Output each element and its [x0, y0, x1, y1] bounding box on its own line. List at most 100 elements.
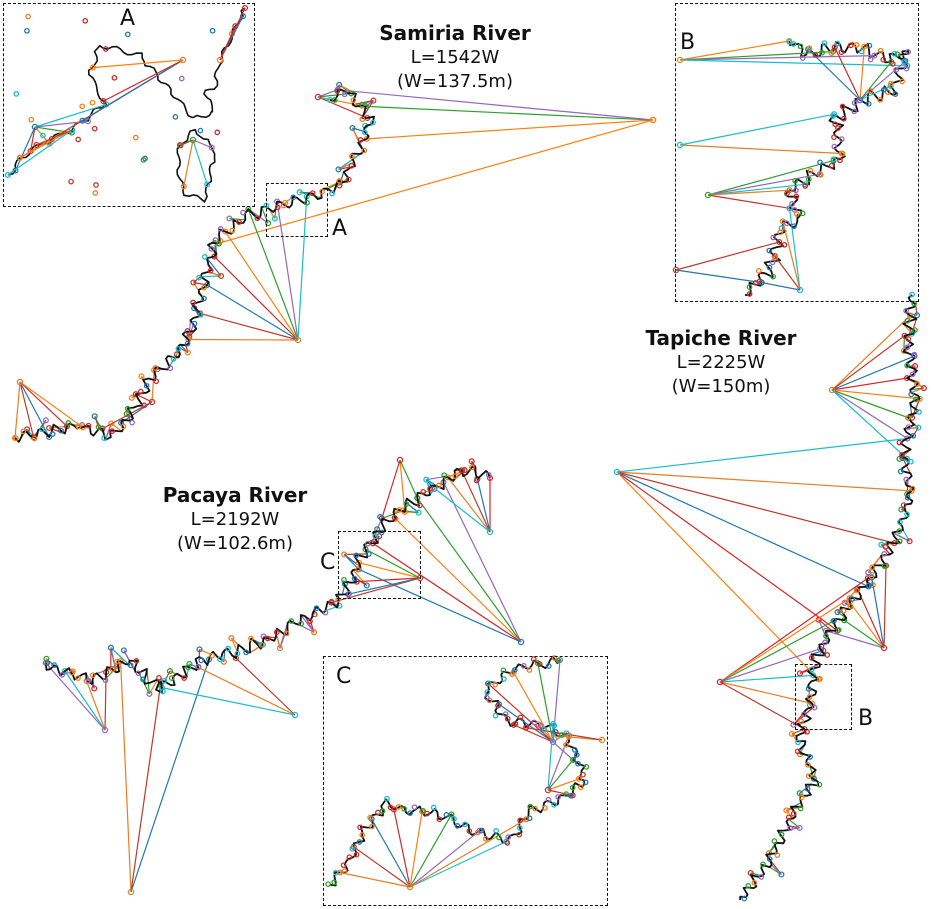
graph-edge [206, 284, 299, 341]
graph-node [468, 458, 475, 465]
graph-node [75, 675, 81, 681]
inset-box-b [675, 3, 919, 302]
inset-a-graph [4, 4, 249, 203]
graph-node [451, 816, 457, 822]
graph-edge [547, 724, 554, 791]
graph-edge [247, 208, 299, 341]
graph-node [795, 739, 801, 746]
graph-node [839, 103, 846, 110]
graph-node [403, 501, 410, 507]
graph-node [799, 55, 806, 61]
graph-node [812, 52, 819, 58]
graph-node [704, 191, 712, 199]
graph-node [391, 514, 398, 521]
graph-node [809, 700, 816, 707]
graph-node [486, 528, 494, 536]
graph-node [355, 566, 361, 573]
graph-node [168, 675, 175, 681]
river-name: Tapiche River [645, 326, 797, 350]
graph-edge [547, 735, 570, 791]
graph-node [353, 552, 360, 559]
graph-edge [679, 59, 908, 67]
graph-node [190, 279, 197, 286]
graph-node [111, 74, 118, 81]
graph-node [276, 645, 283, 652]
graph-node [46, 424, 53, 432]
graph-node [781, 241, 788, 248]
graph-edge [409, 818, 527, 888]
graph-edge [719, 648, 821, 683]
graph-node [500, 676, 507, 682]
graph-edge [7, 129, 73, 176]
graph-edge [616, 471, 895, 544]
graph-edge [679, 113, 835, 146]
zoom-box-c [338, 531, 421, 599]
graph-node [778, 871, 785, 878]
graph-node [482, 835, 489, 842]
graph-node [758, 874, 765, 880]
graph-edge [416, 497, 522, 643]
graph-node [334, 88, 341, 94]
graph-edge [788, 208, 801, 291]
graph-node [89, 64, 96, 71]
graph-node [527, 803, 534, 810]
graph-node [40, 132, 46, 139]
graph-node [209, 652, 215, 659]
graph-node [336, 81, 343, 88]
graph-node [363, 582, 370, 589]
graph-node [904, 317, 911, 324]
graph-node [135, 670, 142, 677]
graph-node [120, 423, 127, 430]
graph-node [100, 98, 107, 105]
graph-node [357, 824, 363, 831]
graph-node [109, 666, 116, 673]
graph-node [184, 328, 191, 334]
graph-node [526, 667, 533, 673]
graph-node [914, 381, 920, 387]
graph-node [304, 199, 310, 206]
graph-node [520, 662, 527, 669]
graph-node [452, 473, 459, 479]
graph-node [575, 760, 581, 767]
graph-node [565, 733, 572, 740]
graph-node [821, 40, 828, 46]
graph-node [430, 804, 437, 811]
graph-node [341, 576, 347, 583]
graph-node [908, 391, 915, 398]
graph-node [271, 215, 278, 222]
graph-node [348, 162, 355, 169]
graph-edge [843, 619, 885, 649]
graph-node [912, 327, 918, 333]
graph-node [526, 815, 533, 822]
graph-node [798, 794, 805, 801]
graph-node [903, 375, 911, 382]
graph-node [541, 726, 548, 733]
graph-node [511, 667, 518, 673]
graph-edge [130, 681, 162, 893]
graph-node [819, 49, 825, 56]
graph-node [331, 879, 338, 886]
river-width: (W=137.5m) [397, 71, 513, 92]
graph-node [46, 433, 53, 441]
graph-node [903, 65, 910, 72]
graph-node [346, 590, 352, 597]
graph-node [801, 711, 807, 718]
graph-node [167, 365, 174, 372]
graph-node [58, 427, 64, 434]
pacaya-river-graph [42, 456, 525, 896]
graph-node [807, 167, 814, 174]
graph-node [835, 125, 841, 131]
graph-node [375, 809, 381, 816]
graph-node [89, 99, 96, 106]
graph-node [148, 398, 156, 406]
graph-node [128, 394, 135, 401]
graph-node [75, 423, 82, 430]
graph-node [462, 821, 468, 828]
graph-node [180, 183, 187, 190]
graph-node [420, 807, 426, 814]
graph-node [218, 272, 225, 280]
graph-node [201, 284, 207, 291]
graph-node [676, 56, 684, 64]
graph-node [880, 86, 887, 93]
graph-node [89, 672, 96, 679]
